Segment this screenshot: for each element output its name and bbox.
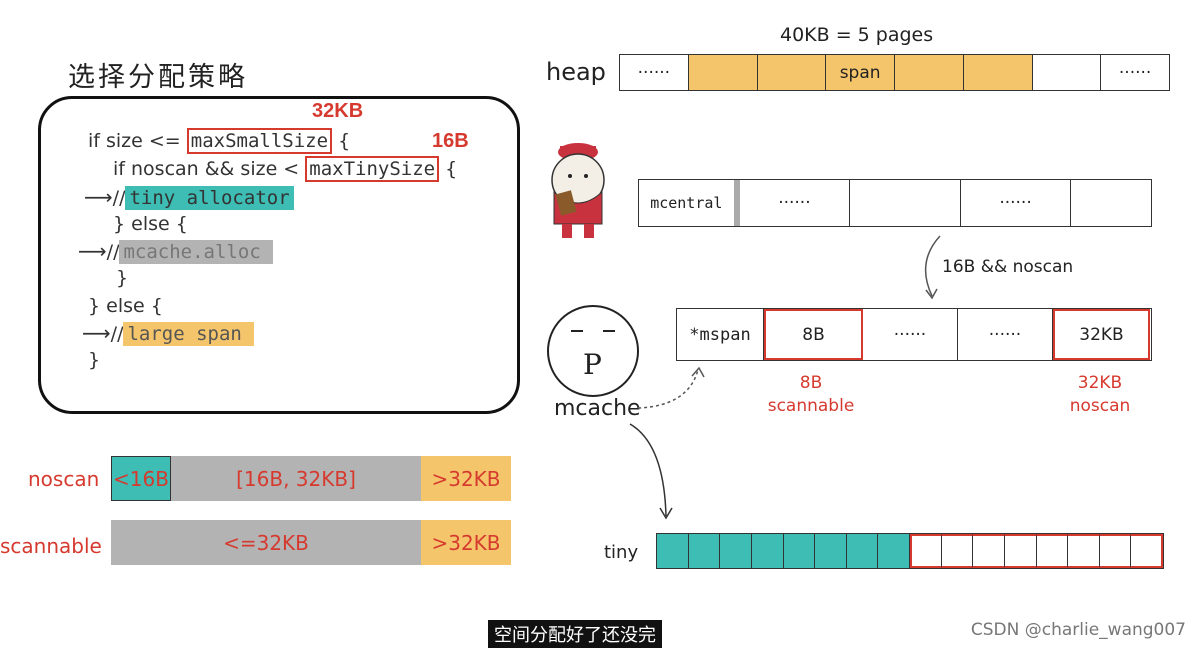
mcache-label: mcache <box>554 396 641 421</box>
heap-cell: ······ <box>620 55 689 90</box>
noscan-bar: <16B [16B, 32KB] >32KB <box>111 456 511 501</box>
scannable-small-segment: <=32KB <box>111 520 421 565</box>
mspan-cell: ······ <box>958 309 1053 360</box>
mcentral-cell: ······ <box>961 180 1072 226</box>
note-32kb-kind: noscan <box>1069 396 1131 416</box>
tiny-free-block <box>973 534 1005 568</box>
mspan-row: *mspan 8B ······ ······ 32KB <box>676 308 1152 361</box>
mspan-cell: ······ <box>863 309 958 360</box>
annotation-32kb: 32KB <box>312 100 364 122</box>
max-small-size-box: maxSmallSize <box>186 128 333 154</box>
heap-span-cell <box>688 55 758 90</box>
code-text: if noscan && size < <box>113 158 306 180</box>
arrow-icon: ⟶ <box>84 185 113 209</box>
tiny-label: tiny <box>604 542 639 563</box>
mcentral-row: mcentral ······ ······ <box>638 179 1152 227</box>
tiny-used-block <box>688 534 721 568</box>
tiny-free-block <box>941 534 974 568</box>
down-curve-arrow-icon <box>924 235 941 300</box>
heap-label: heap <box>546 58 606 86</box>
tiny-used-block <box>657 534 689 568</box>
code-line-8: ⟶//large span <box>82 320 254 347</box>
tiny-free-block <box>1131 534 1163 568</box>
noscan-label: noscan <box>28 467 100 491</box>
code-line-4: } else { <box>113 213 188 235</box>
code-line-7: } else { <box>88 295 163 317</box>
tiny-block-row <box>656 533 1164 569</box>
note-8b: 8B scannable <box>758 372 864 418</box>
comment-prefix: // <box>110 323 124 345</box>
note-8b-size: 8B <box>799 373 823 393</box>
watermark: CSDN @charlie_wang007 <box>970 620 1186 640</box>
mcentral-label-cell: mcentral <box>639 180 740 226</box>
mcentral-cell <box>1071 180 1151 226</box>
code-line-2: if noscan && size < maxTinySize { <box>113 156 457 182</box>
edge-label: 16B && noscan <box>942 257 1074 277</box>
noscan-tiny-segment: <16B <box>111 456 171 501</box>
mcache-to-tiny-arrow-icon <box>629 423 673 520</box>
heap-span-cell: span <box>826 55 895 90</box>
mcache-face-icon <box>547 305 639 397</box>
note-32kb: 32KB noscan <box>1050 372 1150 418</box>
heap-span-cell <box>963 55 1033 90</box>
tiny-free-block <box>1004 534 1037 568</box>
code-text: { <box>439 158 458 180</box>
tiny-used-block <box>815 534 847 568</box>
mspan-label-cell: *mspan <box>677 309 764 360</box>
noscan-large-segment: >32KB <box>421 456 511 501</box>
code-line-3: ⟶//tiny allocator <box>84 184 294 211</box>
code-line-5: ⟶//mcache.alloc <box>78 238 273 265</box>
comment-prefix: // <box>112 187 126 209</box>
mspan-32kb-cell: 32KB <box>1053 309 1150 360</box>
tiny-free-block <box>1036 534 1069 568</box>
tiny-free-block <box>910 534 942 568</box>
mcache-alloc-highlight: mcache.alloc <box>119 240 273 264</box>
tiny-free-block <box>1099 534 1132 568</box>
arrow-icon: ⟶ <box>78 239 107 263</box>
comment-prefix: // <box>106 241 120 263</box>
max-tiny-size-box: maxTinySize <box>305 156 440 182</box>
tiny-free-block <box>1068 534 1100 568</box>
large-span-highlight: large span <box>123 322 254 346</box>
tiny-used-block <box>751 534 784 568</box>
annotation-16b: 16B <box>432 130 469 152</box>
tiny-allocator-highlight: tiny allocator <box>125 186 294 210</box>
video-subtitle: 空间分配好了还没完 <box>488 620 662 648</box>
dashed-arrow-icon <box>637 366 705 409</box>
note-8b-kind: scannable <box>767 396 855 416</box>
heap-span-cell <box>895 55 964 90</box>
code-panel <box>38 96 520 414</box>
code-line-9: } <box>88 349 101 371</box>
arrow-icon: ⟶ <box>82 321 111 345</box>
heap-cell: ······ <box>1118 62 1152 83</box>
heap-span-cell <box>757 55 827 90</box>
mcache-face-letter: P <box>583 348 602 381</box>
code-line-1: if size <= maxSmallSize { <box>88 128 350 154</box>
scannable-large-segment: >32KB <box>421 520 511 565</box>
tiny-used-block <box>720 534 752 568</box>
scannable-label: scannable <box>0 534 102 558</box>
code-line-6: } <box>116 267 129 289</box>
noscan-small-segment: [16B, 32KB] <box>171 456 421 501</box>
heap-caption: 40KB = 5 pages <box>780 24 934 46</box>
code-text: if size <= <box>88 130 187 152</box>
tiny-used-block <box>878 534 910 568</box>
code-text: { <box>332 130 351 152</box>
tiny-used-block <box>846 534 879 568</box>
mcentral-cell: ······ <box>740 180 851 226</box>
mspan-8b-cell: 8B <box>764 309 863 360</box>
scannable-bar: <=32KB >32KB <box>111 520 511 565</box>
mcentral-character-icon <box>551 143 605 238</box>
mcentral-cell <box>850 180 961 226</box>
section-title: 选择分配策略 <box>68 62 248 93</box>
heap-row: ······ span ······ <box>619 54 1170 91</box>
note-32kb-size: 32KB <box>1077 373 1123 393</box>
tiny-used-block <box>783 534 816 568</box>
heap-cell <box>1033 55 1102 90</box>
